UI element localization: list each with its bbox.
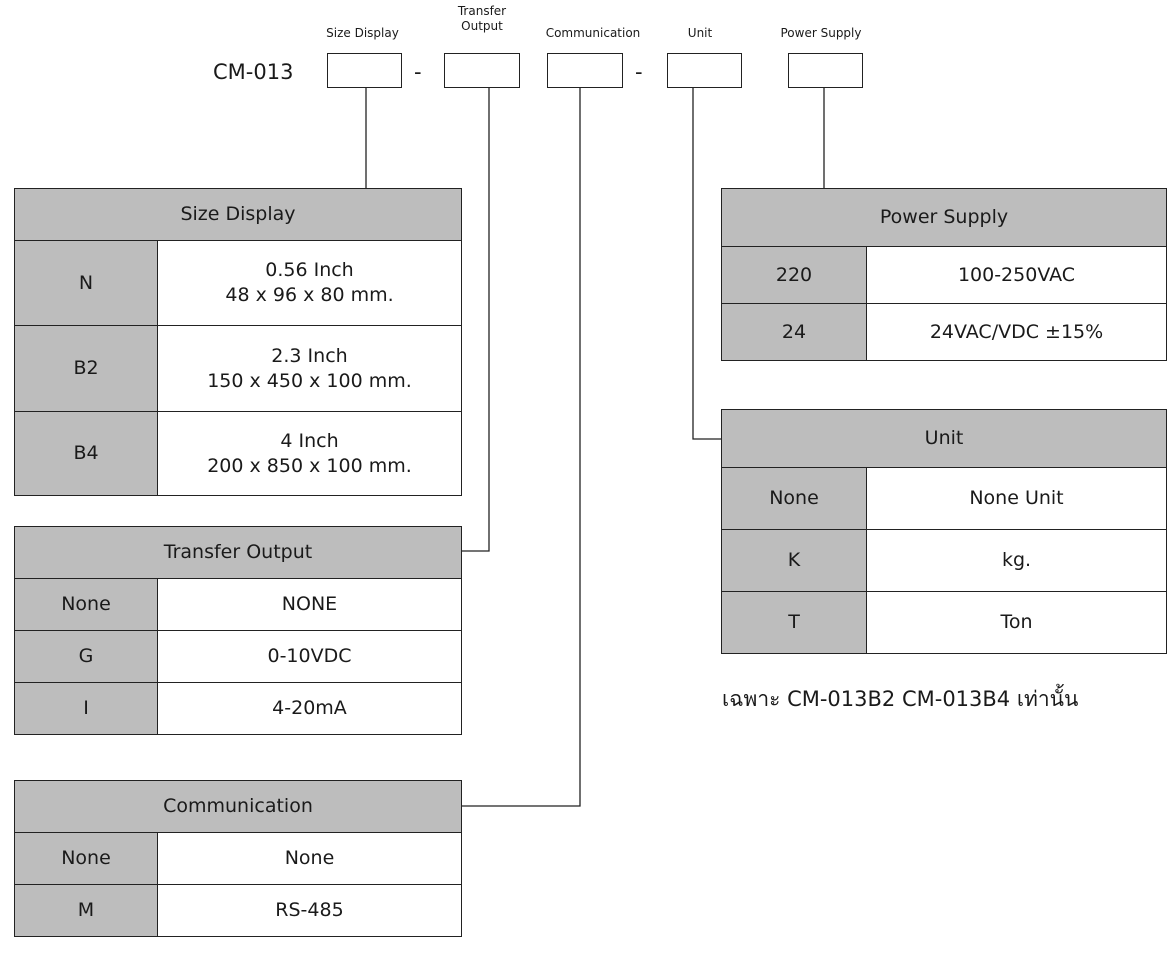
communication-description: RS-485 (157, 884, 462, 937)
communication-title: Communication (14, 780, 462, 833)
transfer-output-title: Transfer Output (14, 526, 462, 579)
transfer-code: None (14, 578, 158, 631)
connector-unit (692, 88, 721, 440)
size-code: N (14, 240, 158, 326)
unit-description: Ton (866, 591, 1167, 654)
unit-availability-note: เฉพาะ CM-013B2 CM-013B4 เท่านั้น (722, 687, 1079, 711)
power-code: 24 (721, 303, 867, 361)
unit-code: K (721, 529, 867, 592)
power-description: 24VAC/VDC ±15% (866, 303, 1167, 361)
table-row: None NONE (14, 578, 462, 631)
table-row: I 4-20mA (14, 682, 462, 735)
table-row: M RS-485 (14, 884, 462, 937)
table-row: None None (14, 832, 462, 885)
power-supply-table: Power Supply 220 100-250VAC 24 24VAC/VDC… (721, 188, 1167, 361)
communication-code: None (14, 832, 158, 885)
header-label-unit: Unit (687, 26, 713, 40)
header-label-communication: Communication (545, 26, 641, 40)
power-code: 220 (721, 246, 867, 304)
transfer-code: G (14, 630, 158, 683)
table-row: T Ton (721, 591, 1167, 654)
transfer-description: 4-20mA (157, 682, 462, 735)
separator-dash: - (635, 60, 643, 84)
unit-title: Unit (721, 409, 1167, 468)
slot-size-display (327, 53, 402, 88)
unit-description: kg. (866, 529, 1167, 592)
model-code: CM-013 (213, 60, 294, 84)
transfer-description: 0-10VDC (157, 630, 462, 683)
table-row: K kg. (721, 529, 1167, 592)
size-code: B4 (14, 411, 158, 496)
table-row: 220 100-250VAC (721, 246, 1167, 304)
communication-code: M (14, 884, 158, 937)
separator-dash: - (414, 60, 422, 84)
transfer-output-table: Transfer Output None NONE G 0-10VDC I 4-… (14, 526, 462, 735)
size-code: B2 (14, 325, 158, 412)
slot-communication (547, 53, 623, 88)
power-supply-title: Power Supply (721, 188, 1167, 247)
table-row: None None Unit (721, 467, 1167, 530)
unit-code: T (721, 591, 867, 654)
unit-code: None (721, 467, 867, 530)
communication-table: Communication None None M RS-485 (14, 780, 462, 937)
header-label-power-supply: Power Supply (780, 26, 862, 40)
header-label-size-display: Size Display (326, 26, 399, 40)
unit-description: None Unit (866, 467, 1167, 530)
table-row: 24 24VAC/VDC ±15% (721, 303, 1167, 361)
header-label-transfer-output: Transfer Output (457, 4, 507, 33)
communication-description: None (157, 832, 462, 885)
table-row: G 0-10VDC (14, 630, 462, 683)
transfer-code: I (14, 682, 158, 735)
size-display-title: Size Display (14, 188, 462, 241)
slot-power-supply (788, 53, 863, 88)
slot-transfer-output (444, 53, 520, 88)
slot-unit (667, 53, 742, 88)
unit-table: Unit None None Unit K kg. T Ton (721, 409, 1167, 654)
connector-transfer-output (461, 88, 490, 552)
transfer-description: NONE (157, 578, 462, 631)
power-description: 100-250VAC (866, 246, 1167, 304)
connector-communication (461, 88, 581, 807)
